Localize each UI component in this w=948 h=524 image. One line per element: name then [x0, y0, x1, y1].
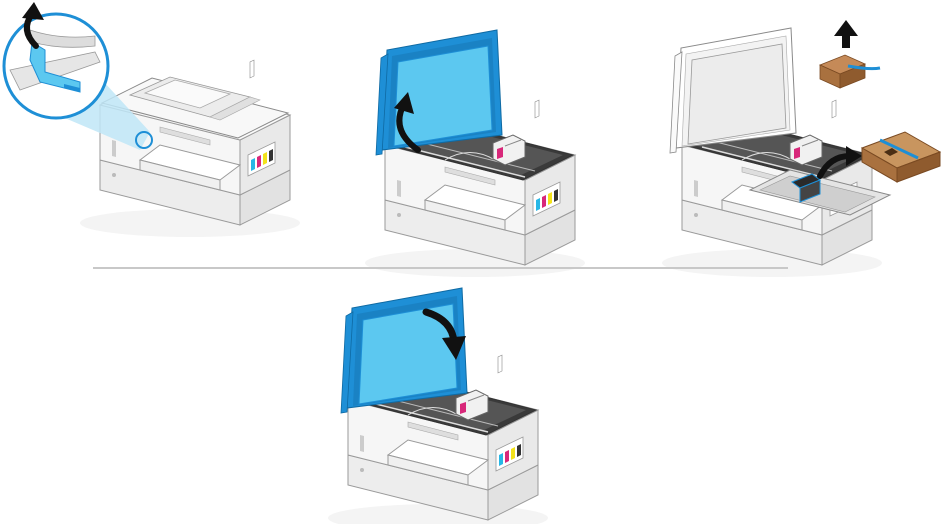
- cardboard-box-icon: [862, 132, 940, 182]
- open-scanner-lid-icon: [376, 30, 502, 155]
- step-3-panel: [662, 20, 940, 277]
- close-scanner-lid-icon: [341, 288, 467, 413]
- printer-icon: [80, 60, 300, 237]
- step-1-panel: [4, 2, 300, 237]
- step-4-panel: [328, 288, 548, 524]
- step-2-panel: [365, 30, 585, 277]
